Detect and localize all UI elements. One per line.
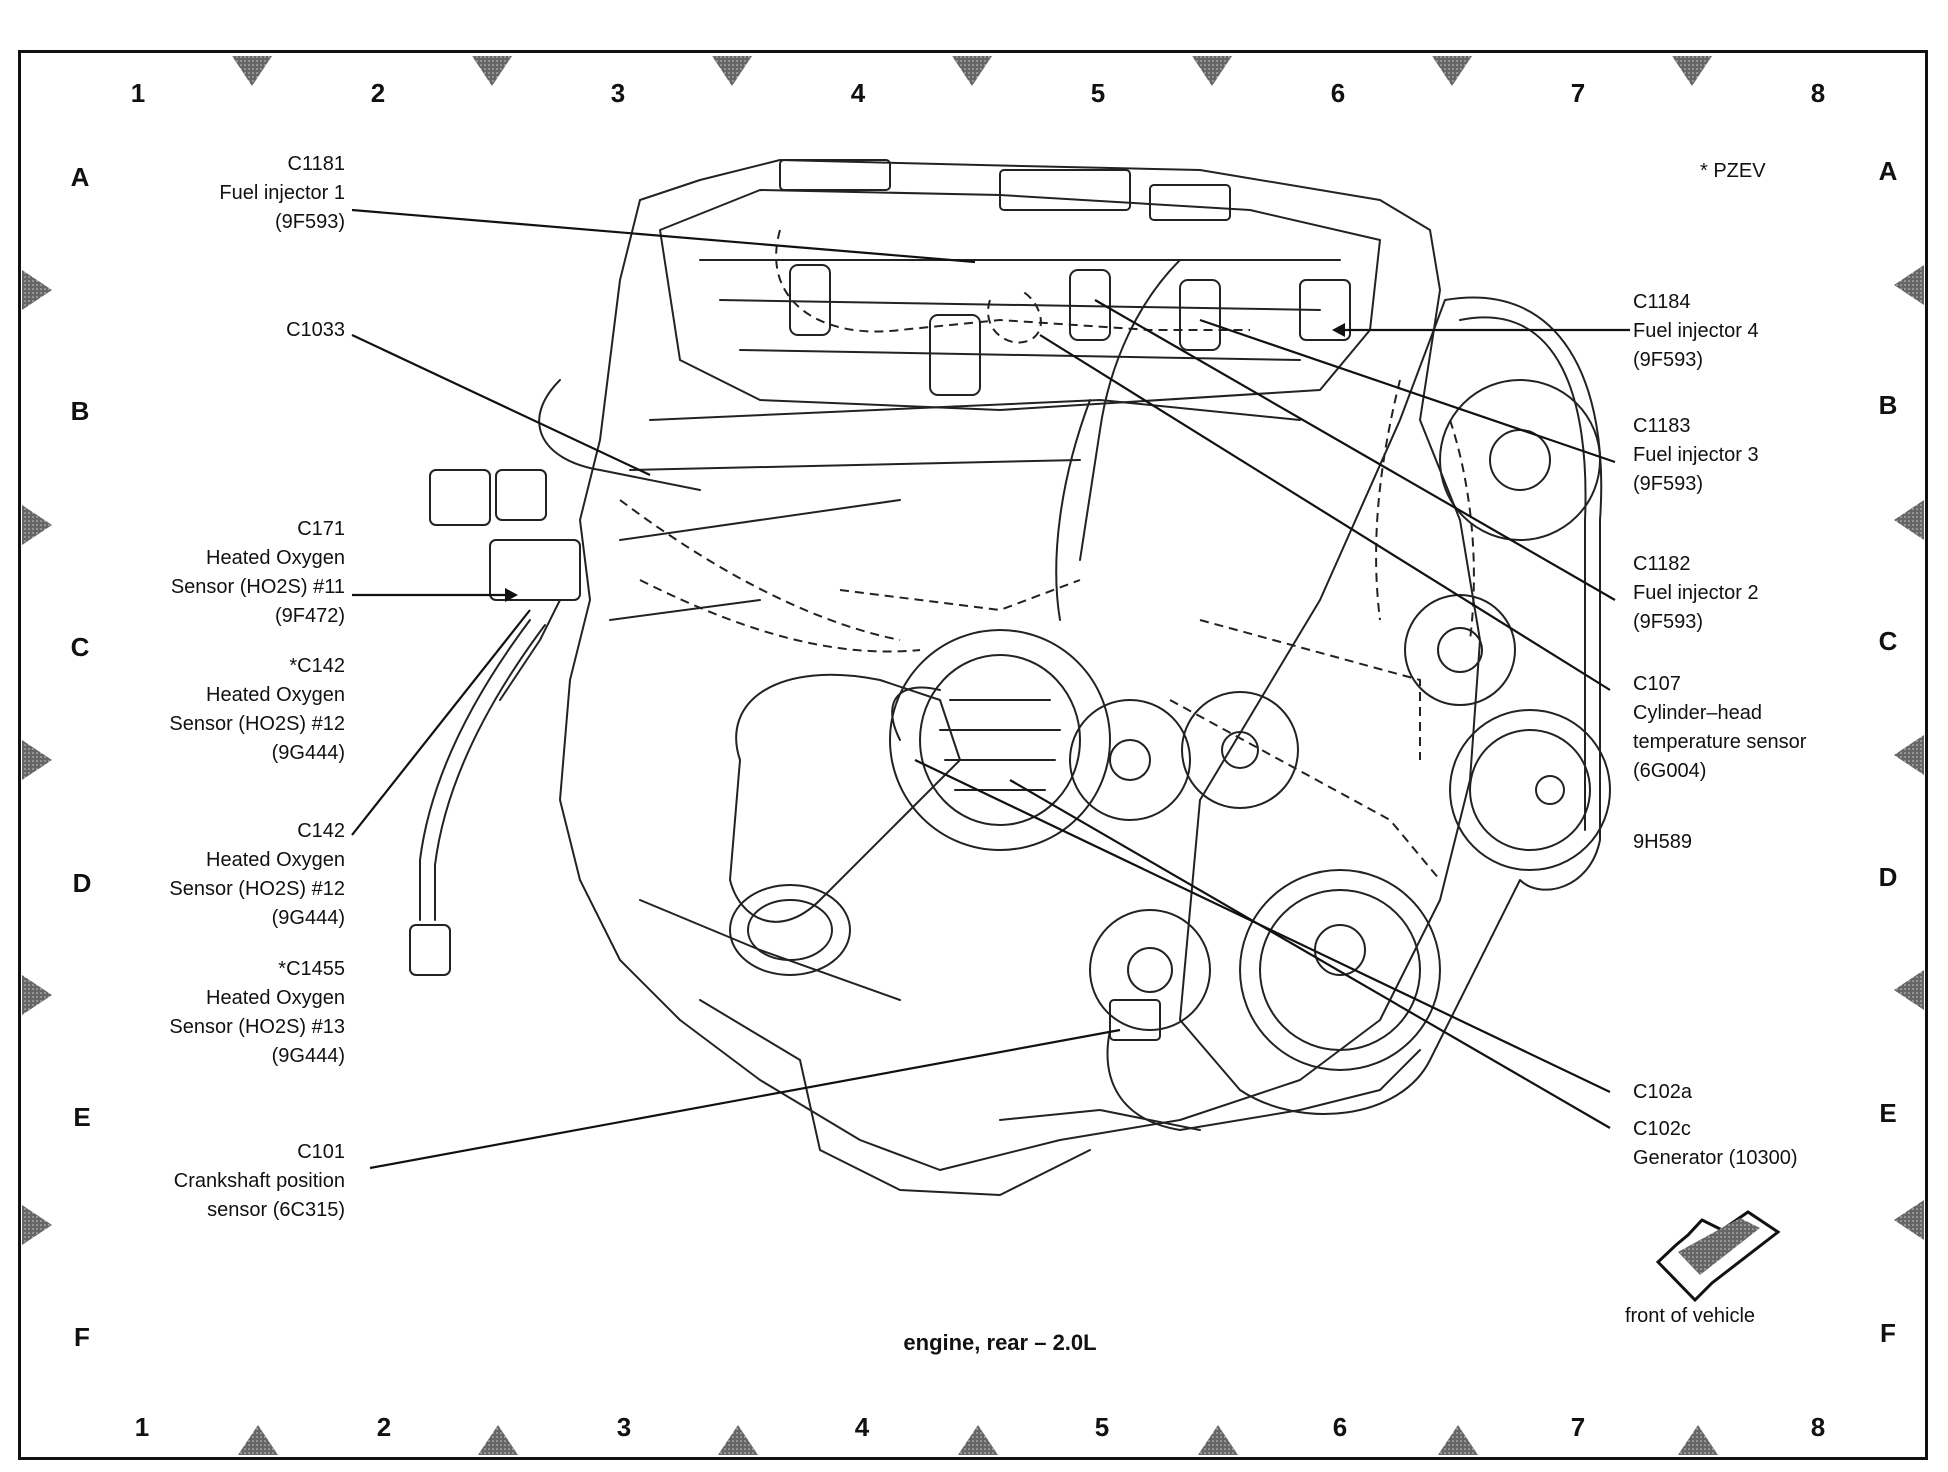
grid-col-8-bottom: 8 [1810, 1412, 1826, 1442]
callout-c1181: C1181 Fuel injector 1 (9F593) [219, 153, 345, 233]
callout-c102a: C102a [1633, 1081, 1692, 1103]
grid-col-8-top: 8 [1810, 78, 1826, 108]
grid-row-f-right: F [1880, 1318, 1896, 1348]
grid-col-6-top: 6 [1330, 78, 1346, 108]
callout-c107: C107 Cylinder–head temperature sensor (6… [1633, 673, 1807, 782]
grid-row-e-right: E [1879, 1098, 1897, 1128]
grid-col-7-bottom: 7 [1570, 1412, 1586, 1442]
grid-col-1-top: 1 [130, 78, 146, 108]
grid-row-c-right: C [1878, 626, 1898, 656]
grid-col-7-top: 7 [1570, 78, 1586, 108]
grid-row-d-right: D [1878, 862, 1898, 892]
zone-markers [22, 56, 1924, 1455]
leader-lines [351, 208, 1630, 1170]
grid-row-f-left: F [74, 1322, 90, 1352]
grid-col-5-top: 5 [1090, 78, 1106, 108]
callout-c1455: *C1455 Heated Oxygen Sensor (HO2S) #13 (… [169, 958, 345, 1067]
grid-row-a-left: A [70, 162, 90, 192]
callout-c1184: C1184 Fuel injector 4 (9F593) [1633, 291, 1759, 371]
front-of-vehicle-label: front of vehicle [1624, 1305, 1756, 1327]
callout-c142: C142 Heated Oxygen Sensor (HO2S) #12 (9G… [169, 820, 345, 929]
grid-row-e-left: E [73, 1102, 91, 1132]
grid-row-b-left: B [70, 396, 90, 426]
grid-row-c-left: C [70, 632, 90, 662]
callout-c101: C101 Crankshaft position sensor (6C315) [173, 1141, 345, 1221]
grid-col-1-bottom: 1 [134, 1412, 150, 1442]
grid-col-4-top: 4 [850, 78, 866, 108]
callout-c142-pzev: *C142 Heated Oxygen Sensor (HO2S) #12 (9… [169, 655, 345, 764]
grid-col-3-bottom: 3 [616, 1412, 632, 1442]
callout-c1183: C1183 Fuel injector 3 (9F593) [1633, 415, 1759, 495]
grid-col-4-bottom: 4 [854, 1412, 870, 1442]
callout-c171: C171 Heated Oxygen Sensor (HO2S) #11 (9F… [170, 518, 345, 627]
front-of-vehicle-arrow-icon [1655, 1210, 1781, 1303]
grid-row-b-right: B [1878, 390, 1898, 420]
grid-col-2-bottom: 2 [376, 1412, 392, 1442]
grid-row-a-right: A [1878, 156, 1898, 186]
grid-row-d-left: D [72, 868, 92, 898]
callout-c1033: C1033 [286, 319, 345, 341]
grid-col-2-top: 2 [370, 78, 386, 108]
grid-col-5-bottom: 5 [1094, 1412, 1110, 1442]
pzev-note: * PZEV [1700, 160, 1766, 182]
diagram-title: engine, rear – 2.0L [903, 1330, 1097, 1355]
grid-col-6-bottom: 6 [1332, 1412, 1348, 1442]
diagram-frame [18, 50, 1928, 1460]
callout-9h589: 9H589 [1633, 831, 1692, 853]
callout-c102c: C102c Generator (10300) [1633, 1118, 1798, 1169]
callout-c1182: C1182 Fuel injector 2 (9F593) [1633, 553, 1759, 633]
grid-col-3-top: 3 [610, 78, 626, 108]
